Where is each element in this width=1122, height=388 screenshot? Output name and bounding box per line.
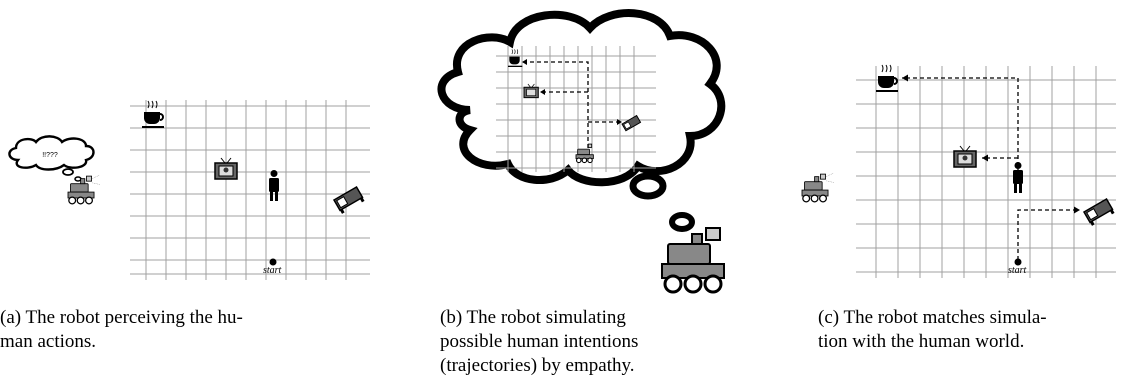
grid-a: [130, 100, 370, 280]
thought-bubble-icon: !!???: [8, 135, 95, 182]
caption-c: (c) The robot matches simula- tion with …: [818, 306, 1108, 354]
caption-line: (c) The robot matches simula-: [818, 307, 1047, 328]
start-label: start: [1008, 265, 1027, 276]
caption-line: possible human intentions: [440, 331, 639, 352]
robot-icon: [661, 227, 725, 294]
caption-line: (a) The robot perceiving the hu-: [0, 307, 243, 328]
television-icon: [523, 83, 539, 99]
person-icon: [1013, 162, 1023, 193]
caption-line: (b) The robot simulating: [440, 307, 626, 328]
coffee-cup-icon: [876, 64, 898, 92]
caption-a: (a) The robot perceiving the hu- man act…: [0, 306, 300, 354]
robot-icon: [67, 175, 100, 205]
robot-icon: [801, 173, 834, 203]
bed-icon: [621, 114, 642, 132]
start-label: start: [263, 265, 282, 276]
caption-line: man actions.: [0, 331, 97, 352]
robot-icon: [575, 143, 594, 164]
bed-icon: [1082, 197, 1115, 226]
panel-a: !!???: [8, 100, 370, 280]
person-icon: [269, 170, 279, 201]
trajectories-b: [522, 59, 622, 148]
trajectories-c: [902, 74, 1080, 260]
caption-line: tion with the human world.: [818, 331, 1025, 352]
grid-c: [856, 66, 1116, 278]
television-icon: [214, 157, 238, 180]
panel-b: [437, 9, 726, 294]
coffee-cup-icon: [142, 100, 164, 128]
coffee-cup-icon: [508, 49, 523, 67]
grid-b: [496, 46, 656, 172]
bed-icon: [332, 185, 365, 214]
start-point-icon: start: [1008, 258, 1027, 276]
caption-b: (b) The robot simulating possible human …: [440, 306, 675, 378]
television-icon: [953, 145, 977, 168]
panel-c: start: [801, 64, 1116, 278]
start-point-icon: start: [263, 258, 282, 276]
caption-line: (trajectories) by empathy.: [440, 355, 635, 376]
bubble-text: !!???: [42, 152, 58, 159]
